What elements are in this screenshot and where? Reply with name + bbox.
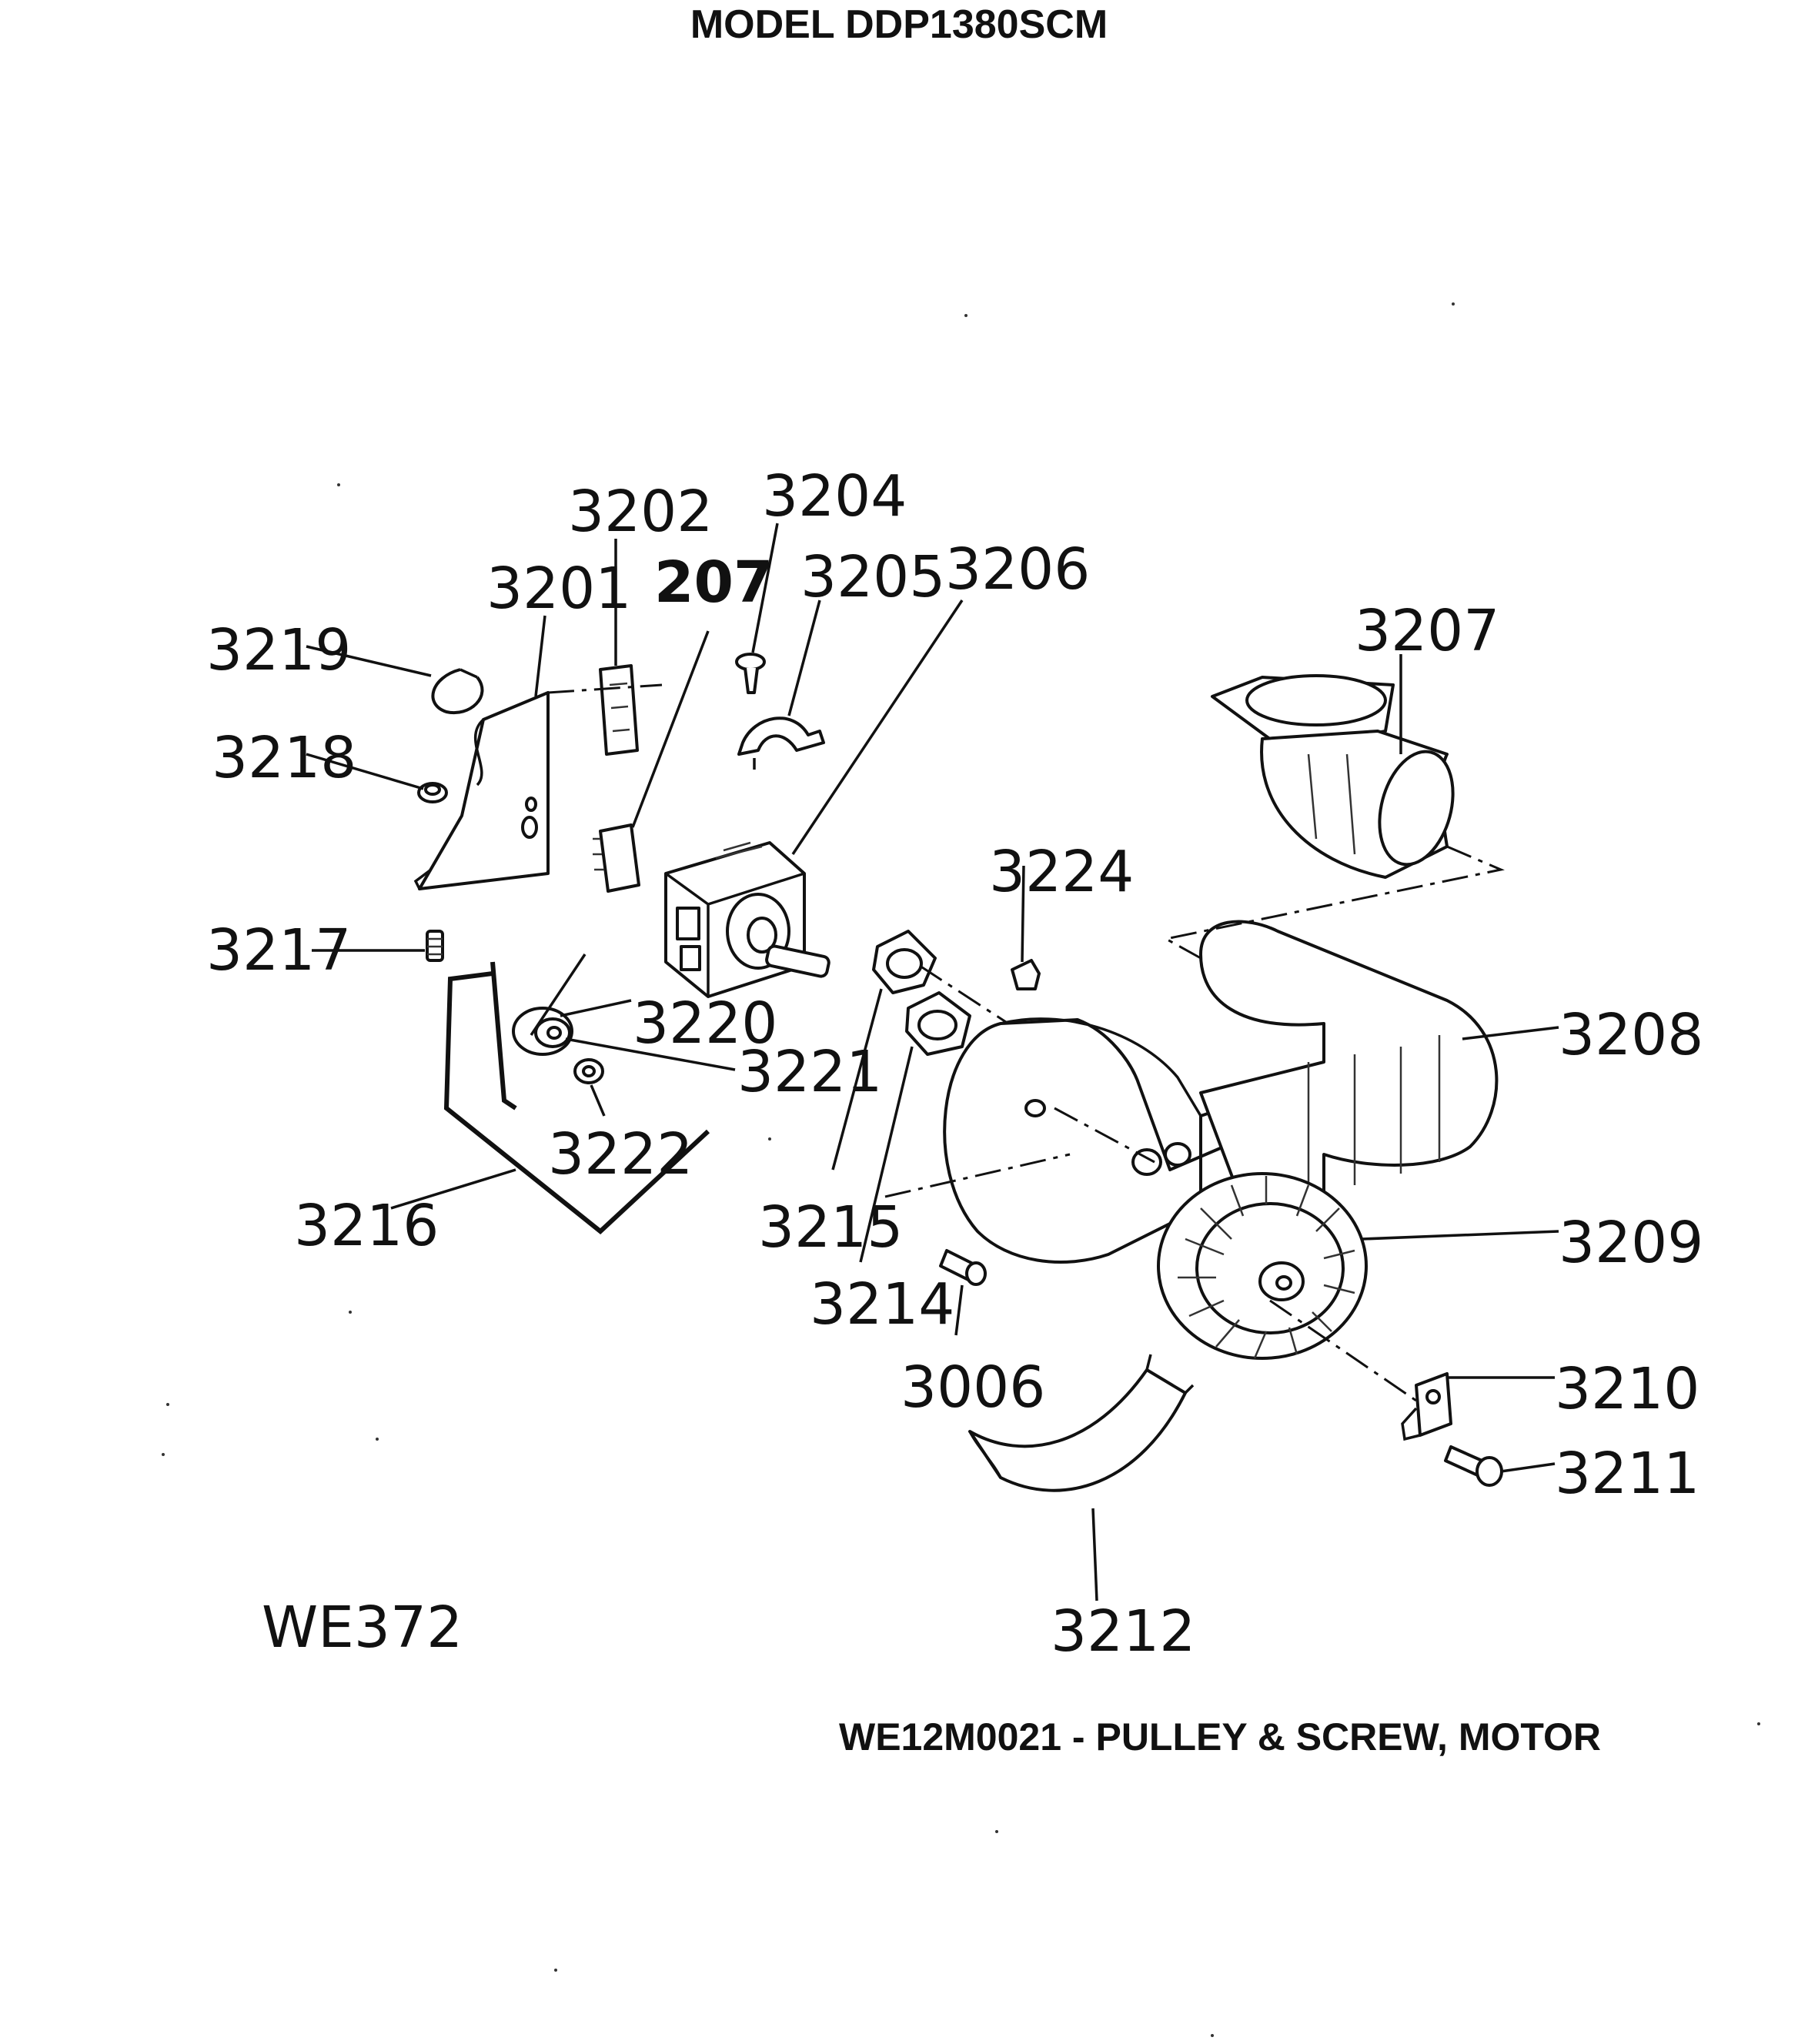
part-3221-idler-pulley (512, 954, 587, 1056)
part-3206-motor (664, 841, 830, 998)
part-3214-bearing (905, 991, 971, 1056)
part-3211-bolt (1444, 1445, 1503, 1487)
alignment-line-blower (884, 1107, 1417, 1402)
label-3217: 3217 (206, 917, 351, 984)
part-3216-idler-arm (443, 961, 710, 1234)
label-3204: 3204 (762, 463, 907, 529)
part-3219-clip (431, 668, 484, 715)
label-3209: 3209 (1559, 1210, 1703, 1276)
label-3201: 3201 (486, 556, 631, 622)
part-3215-bearing (872, 930, 937, 994)
label-3214: 3214 (810, 1271, 954, 1338)
label-3224: 3224 (989, 839, 1134, 905)
label-3215: 3215 (758, 1194, 903, 1261)
leader-lines (306, 523, 1559, 1601)
model-title: MODEL DDP1380SCM (690, 2, 1108, 47)
part-3222-washer (573, 1058, 604, 1084)
alignment-line-bracket (547, 683, 663, 694)
part-3209-blower-wheel (1157, 1172, 1368, 1360)
label-3202: 3202 (568, 479, 713, 545)
label-207: 207 (654, 549, 773, 616)
footer-part-note: WE12M0021 - PULLEY & SCREW, MOTOR (839, 1715, 1602, 1758)
label-3208: 3208 (1559, 1002, 1703, 1068)
part-3224-clip (1011, 959, 1041, 990)
label-3210: 3210 (1555, 1356, 1699, 1422)
label-3006: 3006 (901, 1354, 1045, 1421)
part-3218-nut (417, 782, 448, 803)
label-3212: 3212 (1051, 1598, 1195, 1665)
label-3206: 3206 (945, 536, 1090, 603)
label-3221: 3221 (737, 1039, 882, 1105)
part-3205-strap (737, 716, 825, 770)
part-number-labels: 3201 3202 207 3204 3205 3206 3207 3208 3… (206, 463, 1703, 1665)
label-3211: 3211 (1555, 1441, 1699, 1507)
part-3204-screw (735, 653, 766, 694)
part-3208-duct (1199, 920, 1499, 1217)
label-3205: 3205 (800, 544, 945, 610)
part-3202-plate (599, 664, 639, 756)
part-3210-clip (1401, 1372, 1452, 1441)
diagram-code: WE372 (262, 1595, 463, 1661)
alignment-line-shaft (919, 964, 1009, 1025)
part-blower-housing (943, 1017, 1225, 1264)
label-3207: 3207 (1355, 598, 1499, 664)
label-3216: 3216 (294, 1193, 439, 1259)
part-3207-elbow (1211, 674, 1455, 879)
label-3220: 3220 (633, 990, 777, 1057)
part-3217-screw (426, 930, 444, 962)
label-3219: 3219 (206, 617, 351, 683)
alignment-line-duct (1162, 845, 1505, 960)
part-3006-screw (939, 1249, 987, 1286)
label-3218: 3218 (212, 725, 356, 791)
part-3201-bracket (413, 691, 550, 890)
scan-specks (162, 302, 1760, 2037)
part-207-switch (593, 823, 640, 893)
part-3212-shield (968, 1354, 1195, 1492)
label-3222: 3222 (548, 1121, 693, 1187)
